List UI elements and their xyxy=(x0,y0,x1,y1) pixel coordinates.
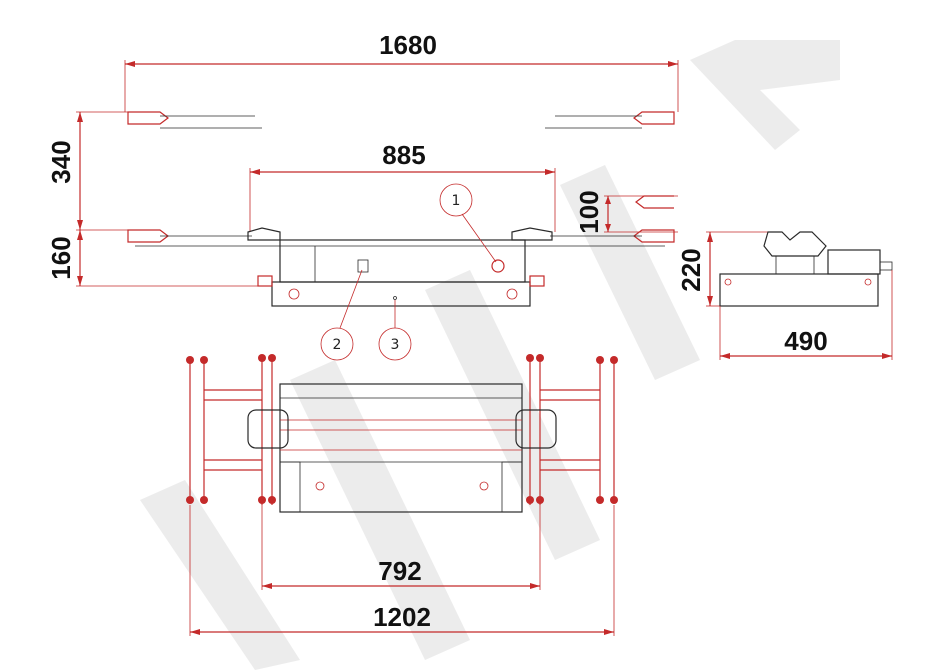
dim-overall-span: 1680 xyxy=(379,30,437,60)
callout-3: 3 xyxy=(391,337,400,353)
dim-inner-width: 792 xyxy=(378,556,421,586)
watermark xyxy=(140,40,840,670)
callout-1: 1 xyxy=(452,193,461,209)
dim-pad-height: 100 xyxy=(574,190,604,233)
dim-side-height: 220 xyxy=(676,248,706,291)
side-view: 220 490 xyxy=(676,231,893,360)
front-view: 1680 340 160 885 xyxy=(46,30,679,361)
dim-outer-width: 1202 xyxy=(373,602,431,632)
plan-view: 792 1202 xyxy=(186,354,618,636)
dim-pad-spacing: 885 xyxy=(382,140,425,170)
callout-2: 2 xyxy=(333,337,342,353)
dim-base-height: 160 xyxy=(46,236,76,279)
dim-side-depth: 490 xyxy=(784,326,827,356)
dim-arm-drop: 340 xyxy=(46,140,76,183)
